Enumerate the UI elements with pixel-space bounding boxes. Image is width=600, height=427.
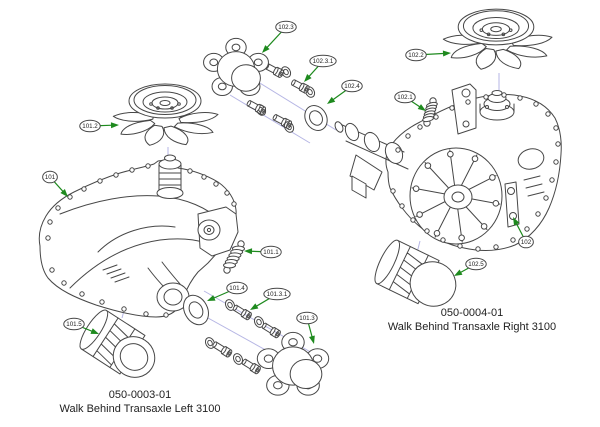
bolt-washer (224, 299, 236, 311)
callout-bubble (260, 245, 282, 259)
callout-101.2: 101.2 (79, 119, 119, 133)
callout-label: 101.4 (229, 285, 245, 292)
callout-arrowhead-icon (309, 335, 315, 344)
callout-bubble (309, 54, 337, 68)
shoulder-bolt (232, 304, 252, 321)
right-axle-washer (304, 105, 328, 131)
shoulder-bolt (212, 341, 233, 358)
right-gearcase-face (409, 147, 503, 245)
left-caption: 050-0003-01 Walk Behind Transaxle Left 3… (59, 389, 220, 415)
callout-label: 102.3 (278, 24, 294, 31)
callout-101.1: 101.1 (244, 245, 282, 259)
bolt-washer (232, 353, 244, 365)
shoulder-bolt (246, 100, 267, 115)
shoulder-bolt (291, 79, 310, 94)
left-wheel-hub (256, 331, 330, 396)
callout-label: 101.2 (82, 123, 98, 130)
callout-arrowhead-icon (244, 248, 253, 255)
callout-102.3: 102.3 (262, 20, 297, 53)
callout-101.4: 101.4 (207, 281, 248, 301)
callout-102.3.1: 102.3.1 (304, 54, 337, 82)
right-caption: 050-0004-01 Walk Behind Transaxle Right … (388, 307, 556, 333)
callout-102.4: 102.4 (327, 79, 363, 104)
callout-label: 102.2 (408, 52, 424, 59)
callout-arrowhead-icon (207, 295, 216, 301)
callout-label: 102.5 (468, 261, 484, 268)
right-mounting-bracket (504, 181, 520, 228)
callout-102.1: 102.1 (394, 90, 426, 111)
callout-bubble (518, 235, 534, 249)
callout-bubble (42, 170, 58, 184)
callout-arrowhead-icon (262, 45, 270, 53)
callout-label: 102.1 (397, 94, 413, 101)
callout-bubble (79, 119, 101, 133)
right-housing-bolts (390, 92, 561, 252)
callout-bubble (226, 281, 248, 295)
right-oil-filter-drawing (374, 239, 457, 307)
callout-bubble (405, 48, 427, 62)
shoulder-bolt (261, 322, 281, 339)
left-axle-boss (147, 261, 190, 312)
right-upper-bracket (451, 83, 477, 135)
callout-102: 102 (513, 217, 534, 249)
left-fan-pulley (128, 83, 202, 119)
callout-bubble (465, 257, 487, 271)
left-brake-assembly (197, 206, 239, 257)
callout-101.5: 101.5 (63, 317, 99, 334)
left-part-number: 050-0003-01 (109, 389, 171, 401)
callout-arrowhead-icon (454, 269, 463, 276)
right-side-port (517, 148, 545, 170)
callout-arrowhead-icon (250, 303, 259, 310)
shoulder-bolt (272, 114, 293, 129)
callout-102.5: 102.5 (454, 257, 487, 276)
bolt-washer (253, 316, 265, 328)
callout-bubble (341, 79, 363, 93)
callout-102.2: 102.2 (405, 48, 451, 62)
callout-bubble (275, 20, 297, 34)
shoulder-bolt (241, 358, 261, 375)
left-axle-washer (183, 294, 209, 326)
callout-arrowhead-icon (417, 104, 426, 111)
right-part-name: Walk Behind Transaxle Right 3100 (388, 321, 556, 333)
left-part-name: Walk Behind Transaxle Left 3100 (59, 403, 220, 415)
callout-bubble (63, 317, 85, 331)
callout-bubble (296, 311, 318, 325)
left-input-shaft (156, 154, 184, 199)
callout-arrowhead-icon (304, 74, 312, 82)
callout-label: 102 (521, 239, 532, 246)
callout-label: 102.4 (344, 83, 360, 90)
callout-arrowhead-icon (90, 328, 99, 334)
callout-label: 101.3.1 (267, 291, 288, 298)
left-transaxle-housing-drawing (38, 154, 239, 318)
callout-label: 101.3 (299, 315, 315, 322)
right-part-number: 050-0004-01 (441, 307, 503, 319)
callout-arrowhead-icon (442, 50, 451, 57)
callout-arrowhead-icon (327, 96, 336, 104)
callout-label: 101.1 (263, 249, 279, 256)
right-fan-pulley (457, 8, 535, 46)
left-housing-bolts (45, 163, 237, 318)
callout-bubble (263, 287, 291, 301)
callout-label: 102.3.1 (313, 58, 334, 65)
left-oil-filter-drawing (79, 309, 156, 378)
callout-label: 101 (45, 174, 56, 181)
right-axle-tube (334, 121, 409, 199)
left-brake-spring (223, 240, 245, 274)
callout-101.3.1: 101.3.1 (250, 287, 291, 310)
right-wheel-hub (203, 37, 269, 96)
callout-101: 101 (42, 170, 68, 197)
right-input-shaft (479, 90, 515, 121)
callout-arrowhead-icon (60, 189, 68, 197)
callout-arrowhead-icon (513, 217, 520, 226)
callout-arrowhead-icon (110, 122, 119, 129)
callout-label: 101.5 (66, 321, 82, 328)
callout-101.3: 101.3 (296, 311, 318, 344)
callout-bubble (394, 90, 416, 104)
